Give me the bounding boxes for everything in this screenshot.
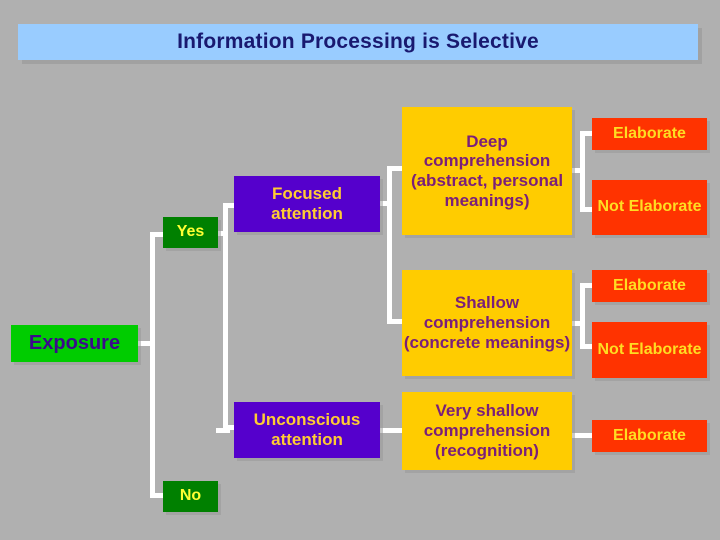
connector-focused-stem [378,201,392,206]
connector-yes-stem [216,231,228,236]
connector-no-to-vshallow [216,428,230,433]
node-not-elaborate-1[interactable]: Not Elaborate [592,180,707,235]
connector-deep-stem [570,168,584,173]
node-elaborate-3[interactable]: Elaborate [592,420,707,452]
connector-unconscious-to-vshallow [378,428,404,433]
node-no-label: No [179,487,202,505]
connector-shallow-to-not-elaborate [580,344,594,349]
node-no[interactable]: No [163,481,218,512]
connector-yes-spine [223,203,228,430]
node-not-elaborate-1-label: Not Elaborate [597,198,702,216]
connector-shallow-spine [580,283,585,349]
connector-shallow-to-elaborate [580,283,594,288]
node-elaborate-1-label: Elaborate [613,124,686,142]
connector-shallow-stem [570,321,584,326]
node-not-elaborate-2[interactable]: Not Elaborate [592,322,707,378]
connector-focused-to-deep [387,166,404,171]
node-focused-attention-label: Focused attention [271,184,343,223]
node-unconscious-attention-label: Unconscious attention [253,410,361,449]
connector-deep-spine [580,131,585,212]
node-focused-attention[interactable]: Focused attention [234,176,380,232]
node-elaborate-1[interactable]: Elaborate [592,118,707,150]
connector-focused-spine [387,166,392,324]
node-yes-label: Yes [176,223,205,241]
node-deep-comprehension-label: Deep comprehension (abstract, personal m… [410,131,564,210]
connector-exposure-to-yes [150,232,165,237]
node-elaborate-2-label: Elaborate [613,276,686,294]
page-title: Information Processing is Selective [177,30,539,53]
node-very-shallow-comprehension-label: Very shallow comprehension (recognition) [423,401,551,460]
node-deep-comprehension[interactable]: Deep comprehension (abstract, personal m… [402,107,572,235]
connector-exposure-to-no [150,493,165,498]
connector-deep-to-not-elaborate [580,207,594,212]
node-yes[interactable]: Yes [163,217,218,248]
node-elaborate-2[interactable]: Elaborate [592,270,707,302]
connector-exposure-spine [150,232,155,498]
connector-yes-to-focused [223,203,236,208]
connector-focused-to-shallow [387,319,404,324]
node-shallow-comprehension-label: Shallow comprehension (concrete meanings… [403,293,571,352]
node-not-elaborate-2-label: Not Elaborate [597,340,702,358]
node-exposure[interactable]: Exposure [11,325,138,362]
connector-yes-to-unconscious [223,425,236,430]
connector-vshallow-to-elaborate [570,433,594,438]
connector-deep-to-elaborate [580,131,594,136]
node-shallow-comprehension[interactable]: Shallow comprehension (concrete meanings… [402,270,572,376]
node-unconscious-attention[interactable]: Unconscious attention [234,402,380,458]
node-exposure-label: Exposure [28,331,121,354]
slide-title-band: Information Processing is Selective [18,24,698,60]
node-elaborate-3-label: Elaborate [613,426,686,444]
node-very-shallow-comprehension[interactable]: Very shallow comprehension (recognition) [402,392,572,470]
connector-exposure-stem [138,341,154,346]
